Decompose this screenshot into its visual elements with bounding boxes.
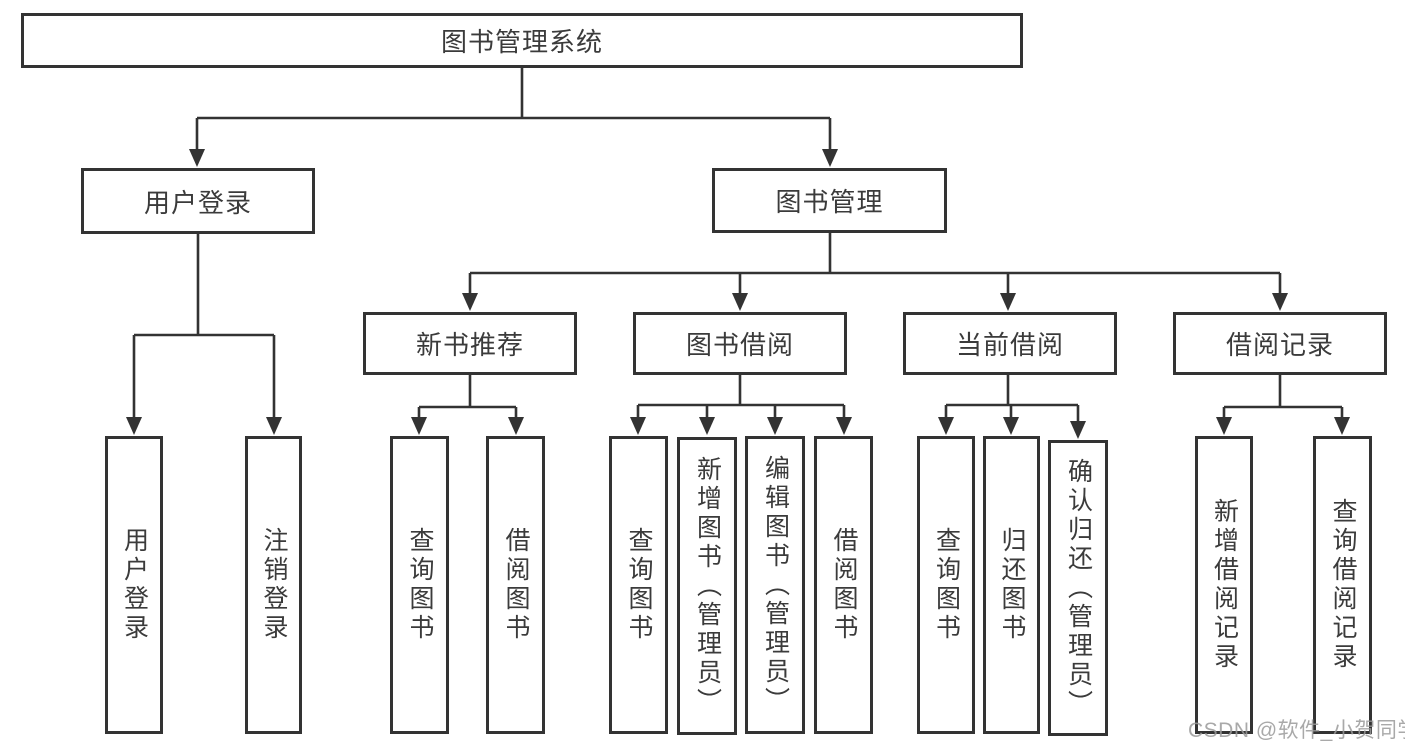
connector-currentborrow-to-leaves <box>944 375 1080 424</box>
leaf-recommend-borrow-book: 借阅图书 <box>486 436 545 734</box>
connector-newrec-to-leaves <box>417 375 518 420</box>
connector-root-to-level2 <box>195 68 832 152</box>
leaf-borrow-book: 借阅图书 <box>814 436 873 734</box>
connector-borrowrecord-to-leaves <box>1222 375 1344 420</box>
node-book-management: 图书管理 <box>712 168 947 233</box>
leaf-borrow-query-book: 查询图书 <box>609 436 668 734</box>
connector-userlogin-to-leaves <box>132 234 276 420</box>
connector-bookmgmt-to-level3 <box>468 233 1282 296</box>
node-borrow-record: 借阅记录 <box>1173 312 1387 375</box>
leaf-confirm-return-admin: 确认归还（管理员） <box>1048 440 1108 736</box>
node-book-borrow: 图书借阅 <box>633 312 847 375</box>
node-user-login: 用户登录 <box>81 168 315 234</box>
node-current-borrow: 当前借阅 <box>903 312 1117 375</box>
leaf-recommend-query-book: 查询图书 <box>390 436 449 734</box>
leaf-add-book-admin: 新增图书（管理员） <box>677 437 737 735</box>
node-new-book-recommend: 新书推荐 <box>363 312 577 375</box>
leaf-user-login: 用户登录 <box>105 436 163 734</box>
connector-bookborrow-to-leaves <box>636 375 846 420</box>
leaf-return-book: 归还图书 <box>983 436 1040 734</box>
leaf-query-borrow-record: 查询借阅记录 <box>1313 436 1372 734</box>
node-root: 图书管理系统 <box>21 13 1023 68</box>
leaf-current-query-book: 查询图书 <box>917 436 975 734</box>
leaf-edit-book-admin: 编辑图书（管理员） <box>745 436 805 734</box>
csdn-watermark: CSDN @软件_小贺同学 <box>1188 719 1405 742</box>
leaf-add-borrow-record: 新增借阅记录 <box>1195 436 1253 734</box>
leaf-logout: 注销登录 <box>245 436 302 734</box>
